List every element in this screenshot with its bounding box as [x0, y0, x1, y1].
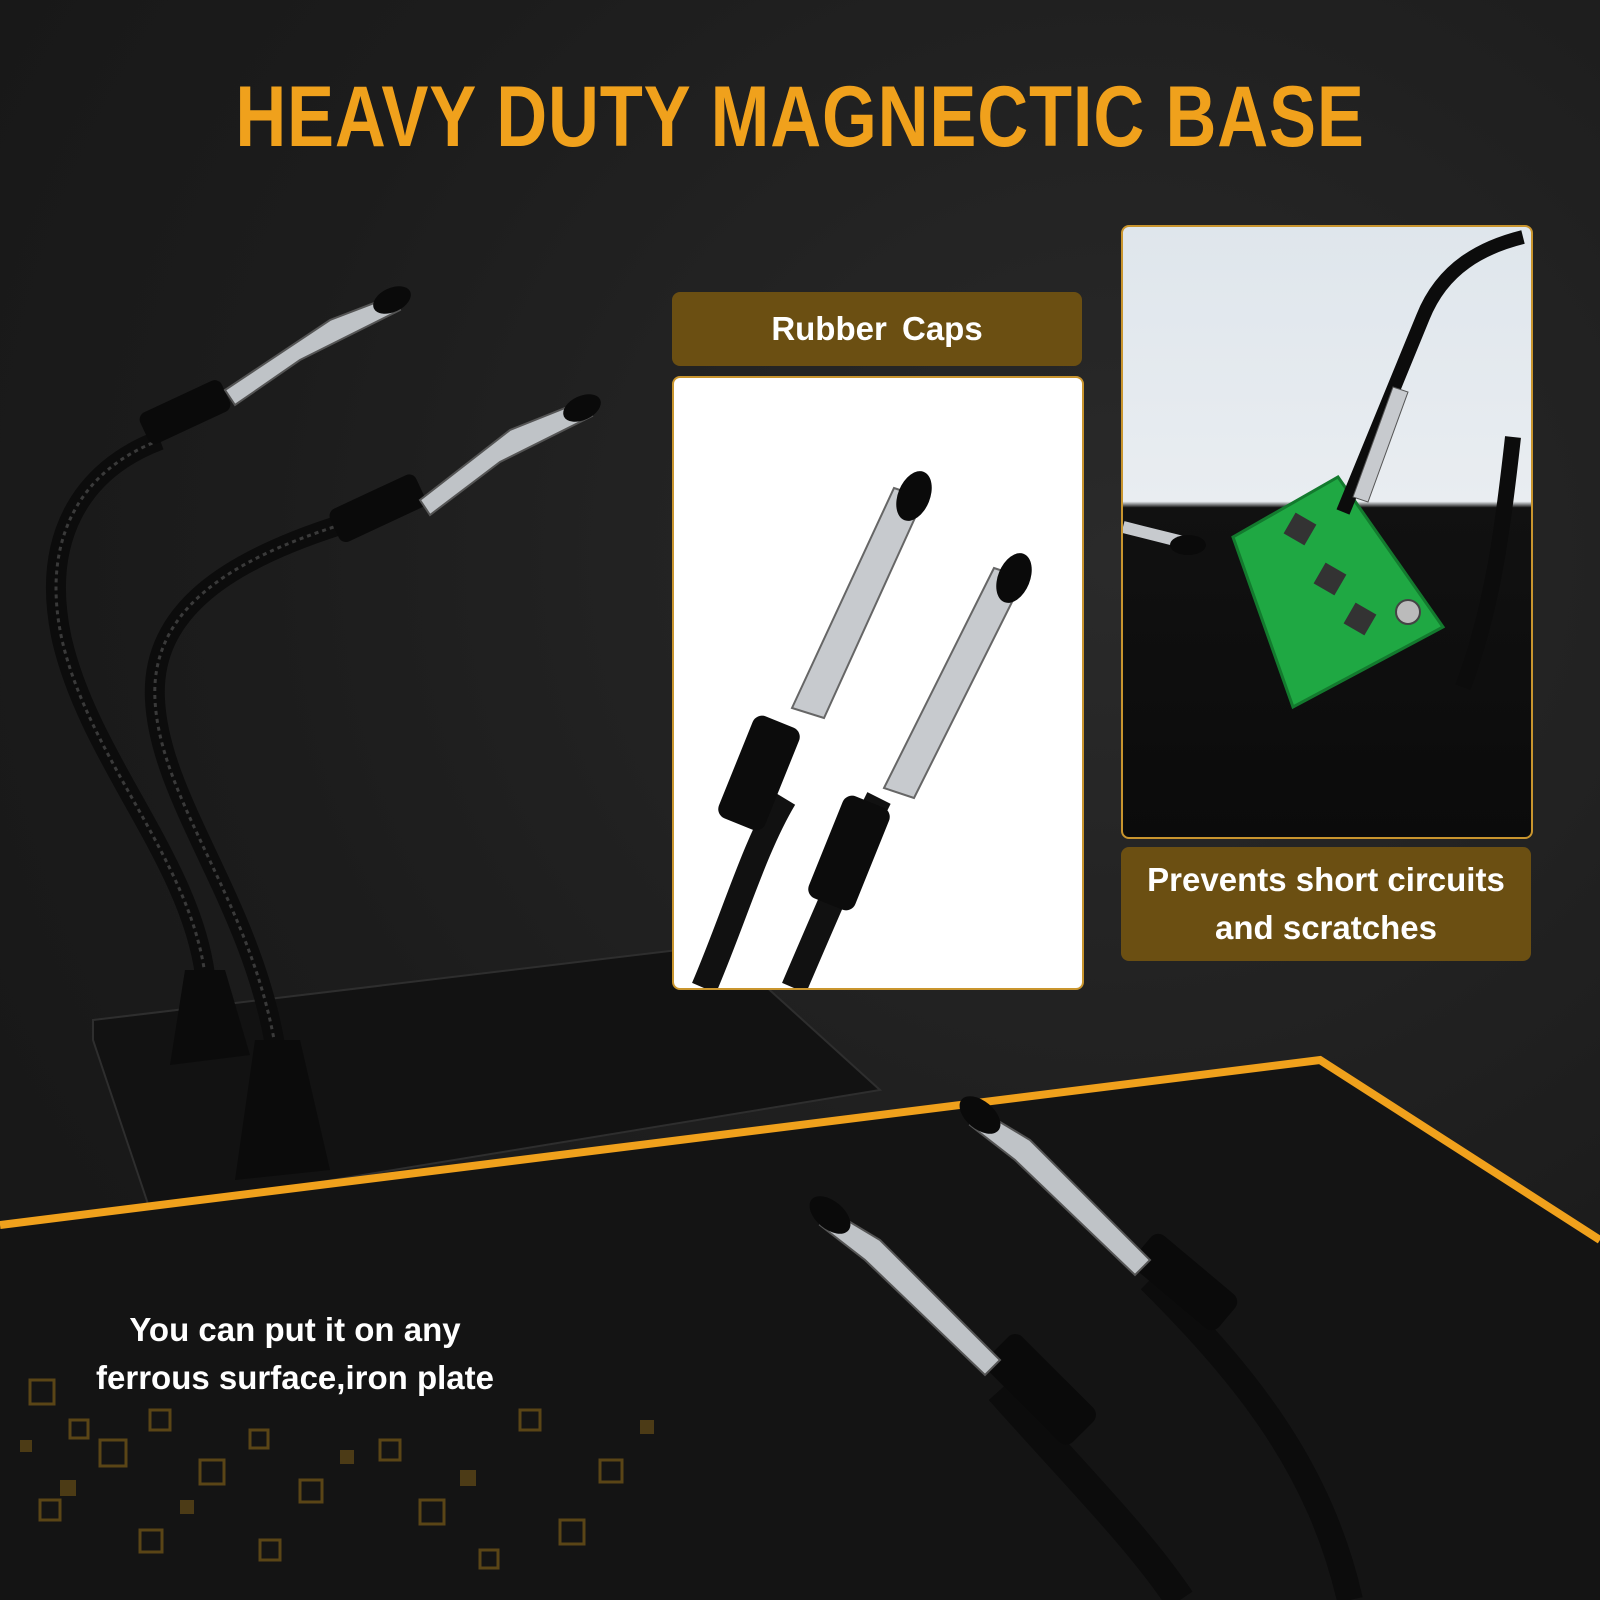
decorative-filled-squares — [20, 1420, 654, 1514]
gooseneck-arm-right-highlight — [153, 523, 341, 1046]
pcb-board-illustration — [1123, 230, 1525, 710]
caption-line2: ferrous surface,iron plate — [96, 1359, 494, 1396]
lower-gooseneck-right — [1140, 1270, 1363, 1600]
lower-rubber-cap-left — [809, 1196, 851, 1234]
holder-cylinder-right — [329, 474, 426, 542]
ferrous-surface-caption: You can put it on any ferrous surface,ir… — [80, 1306, 510, 1402]
lower-panel-orange-border — [0, 1055, 1600, 1244]
alligator-clip-left — [223, 293, 402, 407]
prevents-label-line1: Prevents short circuits — [1147, 861, 1505, 898]
lower-clip-left — [818, 1208, 1002, 1377]
lower-gooseneck-left — [988, 1380, 1193, 1600]
rubber-cap-left — [373, 286, 411, 314]
pcb-demo-photo — [1121, 225, 1533, 839]
rubber-caps-clips-illustration — [692, 471, 1032, 988]
lower-panel-background — [0, 1060, 1600, 1600]
gooseneck-arm-right — [144, 515, 344, 1047]
lower-rubber-cap-right — [959, 1096, 1001, 1134]
mount-left — [170, 970, 250, 1065]
caption-line1: You can put it on any — [129, 1311, 461, 1348]
rubber-cap-right — [563, 394, 601, 422]
lower-holder-right — [1132, 1233, 1238, 1331]
rubber-caps-photo — [672, 376, 1084, 990]
prevents-label-line2: and scratches — [1215, 909, 1437, 946]
gooseneck-arm-left-highlight — [54, 438, 207, 976]
lower-clip-right — [968, 1108, 1152, 1277]
mount-right — [235, 1040, 330, 1180]
page-headline: HEAVY DUTY MAGNECTIC BASE — [235, 69, 1365, 165]
rubber-caps-label: Rubber Caps — [672, 292, 1082, 366]
prevents-short-circuits-label: Prevents short circuits and scratches — [1121, 847, 1531, 961]
holder-cylinder-left — [139, 380, 231, 444]
decorative-squares-pattern — [28, 1378, 624, 1570]
lower-holder-left — [985, 1334, 1096, 1445]
